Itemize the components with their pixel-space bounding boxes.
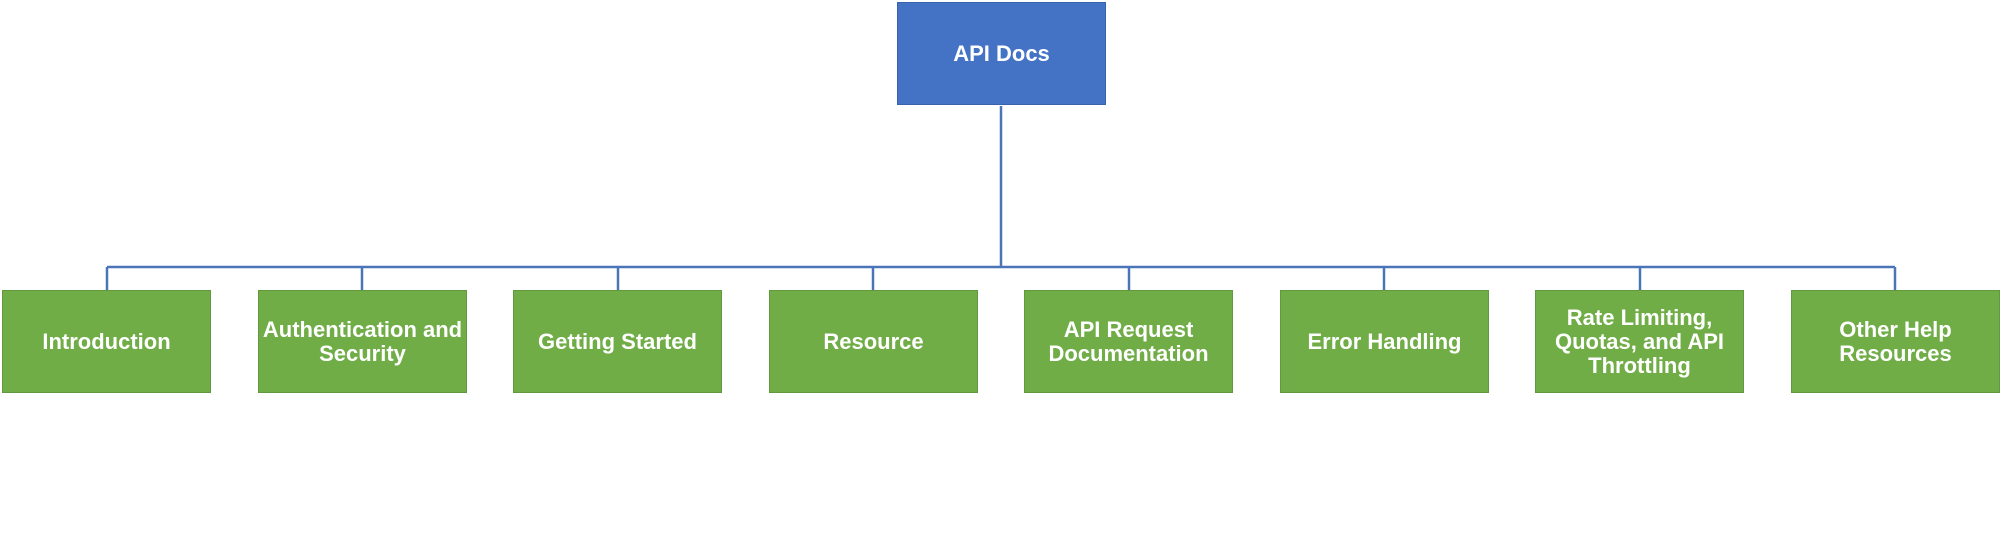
child-node-label: Authentication and Security — [262, 316, 463, 366]
root-node-label: API Docs — [953, 40, 1050, 66]
child-node-label: API Request Documentation — [1048, 316, 1209, 366]
child-node-label: Resource — [823, 328, 924, 354]
child-node-label: Getting Started — [538, 328, 697, 354]
child-node-label: Rate Limiting, Quotas, and API Throttlin… — [1554, 304, 1725, 378]
child-node-introduction: Introduction — [2, 290, 211, 393]
child-node-api-request-documentation: API Request Documentation — [1024, 290, 1233, 393]
child-node-label: Other Help Resources — [1839, 316, 1952, 366]
connector-group — [105, 106, 1897, 290]
child-node-other-help-resources: Other Help Resources — [1791, 290, 2000, 393]
child-node-authentication-and-security: Authentication and Security — [258, 290, 467, 393]
child-node-label: Introduction — [42, 328, 171, 354]
child-node-error-handling: Error Handling — [1280, 290, 1489, 393]
child-node-label: Error Handling — [1307, 328, 1462, 354]
child-node-getting-started: Getting Started — [513, 290, 722, 393]
child-node-rate-limiting: Rate Limiting, Quotas, and API Throttlin… — [1535, 290, 1744, 393]
root-node-api-docs: API Docs — [897, 2, 1106, 105]
child-node-resource: Resource — [769, 290, 978, 393]
